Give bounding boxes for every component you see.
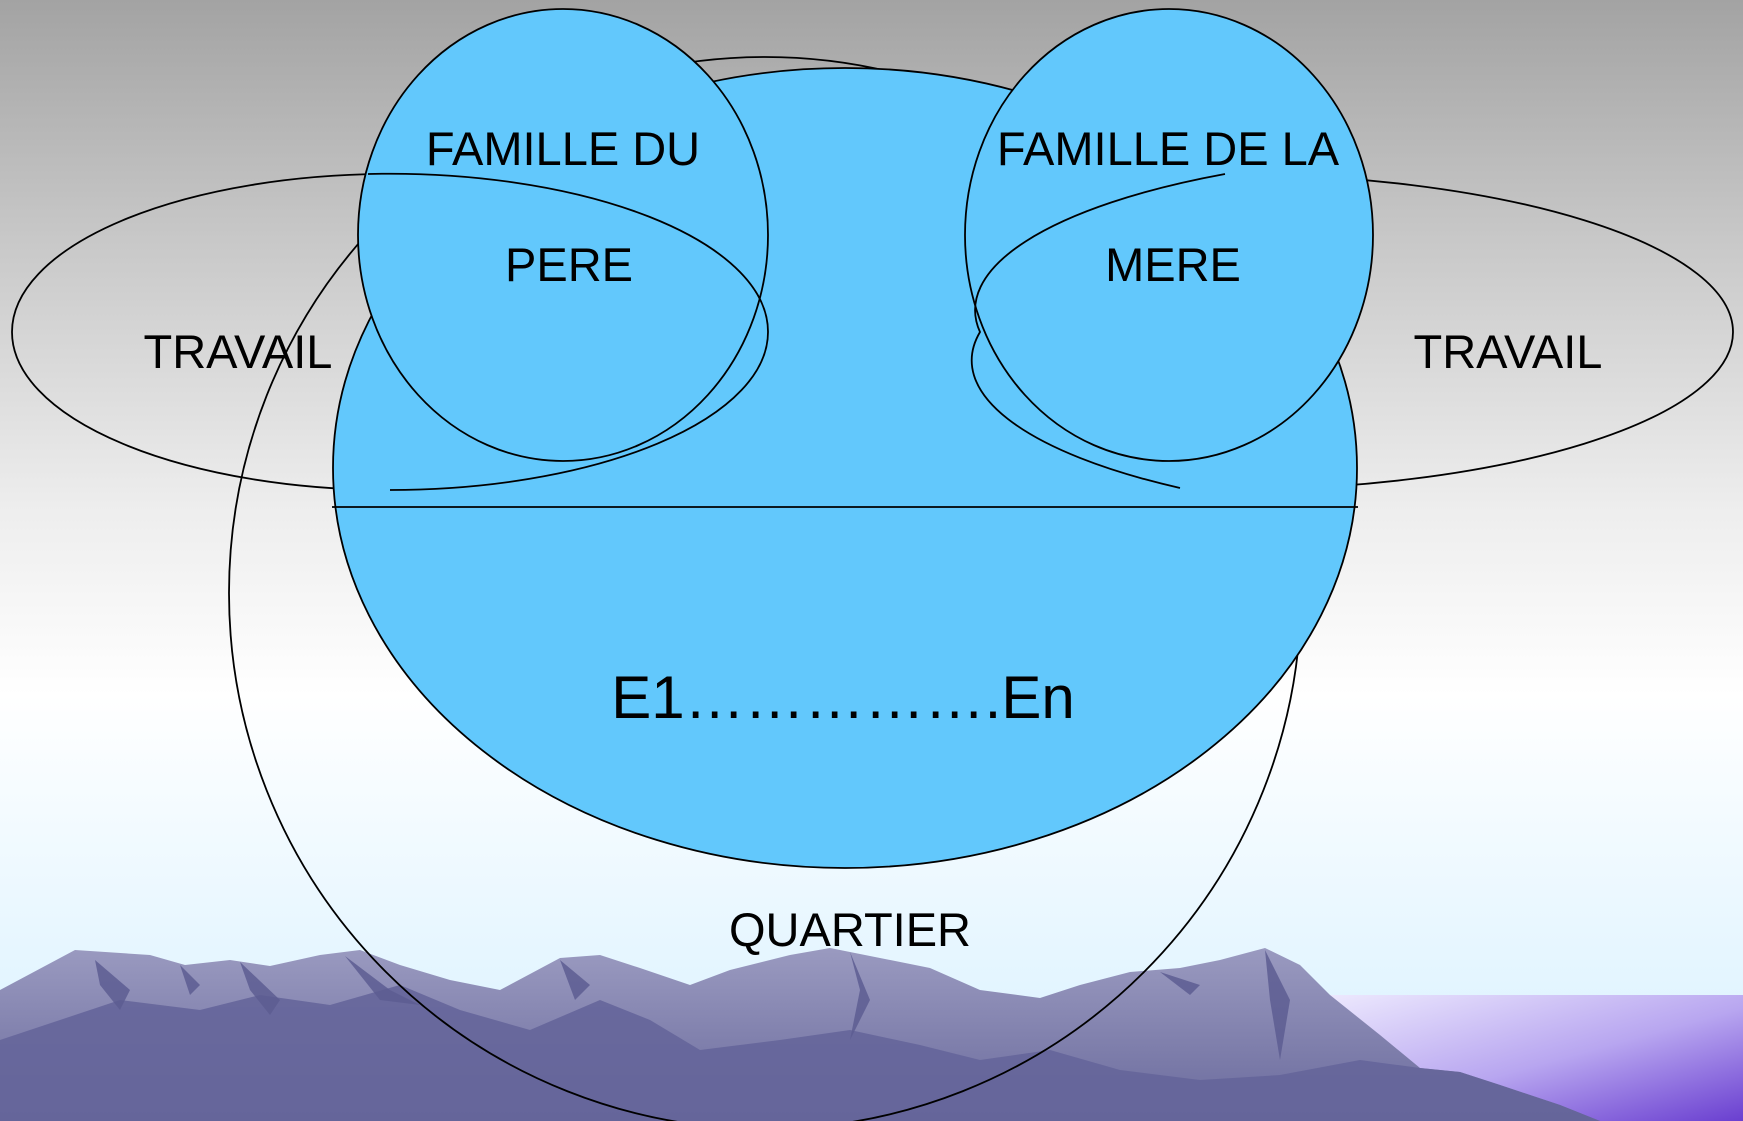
label-famille-pere-line1: FAMILLE DU bbox=[426, 122, 700, 175]
famille-pere-circle bbox=[357, 8, 769, 462]
famille-mere-circle bbox=[964, 8, 1374, 462]
label-travail-left: TRAVAIL bbox=[144, 325, 333, 378]
label-famille-mere-line2: MERE bbox=[1105, 238, 1241, 291]
label-enfants: E1…………….En bbox=[611, 664, 1074, 731]
label-quartier: QUARTIER bbox=[729, 903, 971, 956]
label-travail-right: TRAVAIL bbox=[1414, 325, 1603, 378]
travail-right-inner-arc bbox=[970, 173, 1226, 489]
label-famille-mere-line1: FAMILLE DE LA bbox=[997, 122, 1340, 175]
landscape-background bbox=[0, 948, 1743, 1121]
label-famille-pere-line2: PERE bbox=[505, 238, 633, 291]
travail-left-inner-arc bbox=[367, 172, 769, 491]
mountain-shadows bbox=[0, 985, 1600, 1121]
